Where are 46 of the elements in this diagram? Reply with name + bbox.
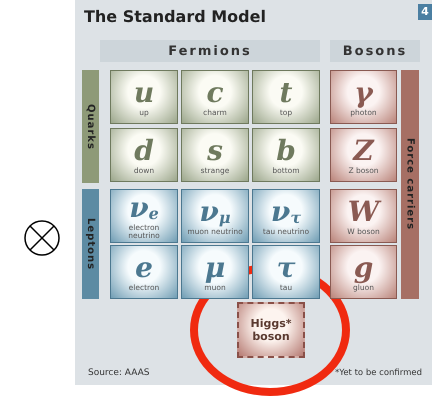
particle-tile bbox=[237, 302, 305, 358]
particle-tile bbox=[181, 245, 249, 299]
particle-name: Higgs* boson bbox=[249, 317, 293, 343]
section-header: Fermions bbox=[100, 40, 320, 62]
particle-symbol: d bbox=[134, 136, 154, 166]
particle-symbol: u bbox=[134, 78, 154, 108]
particle-tile bbox=[252, 128, 320, 182]
particle-symbol: Z bbox=[353, 136, 374, 166]
label-band bbox=[401, 70, 419, 299]
particle-tile bbox=[181, 70, 249, 124]
group-label: Force carriers bbox=[404, 138, 416, 231]
particle-tile bbox=[252, 245, 320, 299]
particle-tile bbox=[110, 128, 178, 182]
particle-tile bbox=[330, 128, 397, 182]
particle-tile bbox=[181, 128, 249, 182]
particle-symbol: W bbox=[348, 196, 380, 226]
particle-symbol: e bbox=[135, 252, 153, 282]
particle-symbol: ν$_{μ}$ bbox=[199, 196, 231, 226]
footnote: *Yet to be confirmed bbox=[335, 368, 422, 378]
particle-tile bbox=[252, 189, 320, 243]
label-band bbox=[82, 189, 99, 299]
source-note: Source: AAAS bbox=[88, 368, 150, 378]
particle-symbol: μ bbox=[204, 252, 226, 282]
section-header: Bosons bbox=[330, 40, 420, 62]
label-band bbox=[82, 70, 99, 183]
group-label: Quarks bbox=[85, 104, 96, 150]
particle-tile bbox=[330, 70, 397, 124]
particle-tile bbox=[110, 189, 178, 243]
particle-symbol: τ bbox=[276, 252, 296, 282]
page-number-badge: 4 bbox=[418, 4, 432, 20]
particle-tile bbox=[330, 245, 397, 299]
title: The Standard Model bbox=[84, 7, 266, 26]
particle-tile bbox=[110, 245, 178, 299]
particle-tile bbox=[252, 70, 320, 124]
particle-symbol: s bbox=[207, 136, 223, 166]
particle-symbol: b bbox=[276, 136, 296, 166]
particle-symbol: t bbox=[280, 78, 292, 108]
particle-symbol: γ bbox=[354, 78, 373, 108]
group-label: Leptons bbox=[85, 218, 96, 270]
particle-symbol: g bbox=[354, 252, 374, 282]
particle-tile bbox=[110, 70, 178, 124]
particle-symbol: ν$_{τ}$ bbox=[270, 196, 302, 226]
particle-tile bbox=[181, 189, 249, 243]
particle-symbol: c bbox=[206, 78, 224, 108]
particle-tile bbox=[330, 189, 397, 243]
particle-symbol: ν$_{e}$ bbox=[129, 192, 159, 222]
